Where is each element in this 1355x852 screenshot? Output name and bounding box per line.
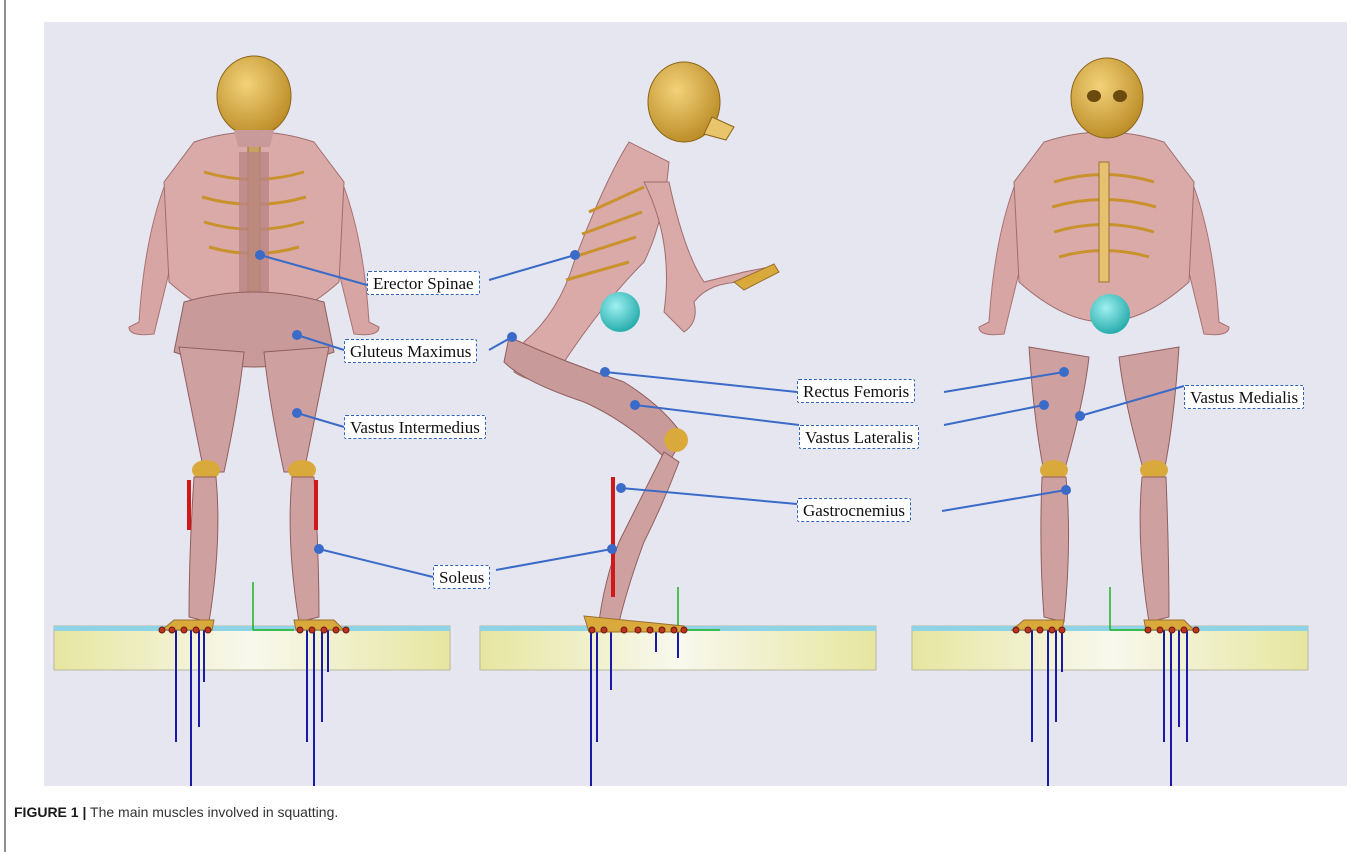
label-gluteus-maximus: Gluteus Maximus bbox=[344, 339, 477, 363]
label-vastus-medialis: Vastus Medialis bbox=[1184, 385, 1304, 409]
caption-text: The main muscles involved in squatting. bbox=[86, 804, 338, 820]
anterior-view-model bbox=[979, 58, 1229, 630]
label-rectus-femoris: Rectus Femoris bbox=[797, 379, 915, 403]
figure-panel: Erector Spinae Gluteus Maximus Vastus In… bbox=[44, 22, 1347, 786]
figure-number: FIGURE 1 | bbox=[14, 804, 86, 820]
label-vastus-intermedius: Vastus Intermedius bbox=[344, 415, 486, 439]
label-erector-spinae: Erector Spinae bbox=[367, 271, 480, 295]
label-gastrocnemius: Gastrocnemius bbox=[797, 498, 911, 522]
lateral-view-model bbox=[504, 62, 779, 632]
figure-caption: FIGURE 1 | The main muscles involved in … bbox=[14, 804, 338, 820]
figure-frame-rule bbox=[4, 0, 6, 852]
posterior-view-model bbox=[129, 56, 379, 630]
coordinate-axes bbox=[253, 582, 1150, 630]
musculoskeletal-illustration bbox=[44, 22, 1347, 786]
label-vastus-lateralis: Vastus Lateralis bbox=[799, 425, 919, 449]
force-platforms bbox=[54, 626, 1308, 670]
label-soleus: Soleus bbox=[433, 565, 490, 589]
